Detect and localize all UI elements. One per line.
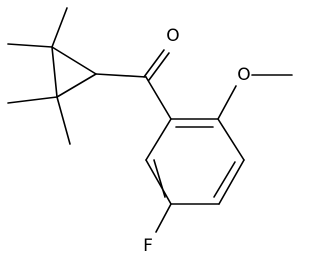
chemical-structure-diagram: O O F <box>7 7 293 256</box>
bond-ring-c1-c2 <box>51 46 97 75</box>
aromatic-inner-bond-2 <box>213 161 236 198</box>
benzene-ring <box>145 118 245 205</box>
bond-aryl-c3-c4 <box>218 159 245 205</box>
bond-methyl-lower-2 <box>56 96 71 145</box>
methoxy-oxygen-label: O <box>237 65 250 85</box>
aromatic-inner-bond-3 <box>153 159 166 198</box>
ketone-group <box>95 49 172 120</box>
bond-aryl-c6-c1 <box>145 118 172 161</box>
bond-aryl-to-methoxy-oxygen <box>217 85 237 120</box>
bond-methyl-upper-1 <box>51 7 68 48</box>
bond-aryl-c5-c6 <box>145 159 172 205</box>
bond-carbonyl-to-aryl <box>145 76 172 120</box>
bond-ring-c3-c1 <box>56 73 97 98</box>
bond-ring-c2-c3 <box>51 46 58 98</box>
fluoro-substituent <box>155 203 172 233</box>
bond-methyl-upper-2 <box>7 43 53 48</box>
methyl-groups <box>7 7 71 145</box>
cyclopropane-ring <box>51 46 97 98</box>
bond-aryl-c2-c3 <box>217 118 245 161</box>
methoxy-group <box>217 74 293 120</box>
bond-carbonyl-double-2 <box>148 52 170 81</box>
fluorine-label: F <box>143 236 153 256</box>
bond-ring-to-carbonyl <box>95 73 147 78</box>
bond-carbonyl-double-1 <box>143 49 165 78</box>
bond-methyl-lower-1 <box>7 96 58 104</box>
bond-aryl-to-fluorine <box>155 203 172 233</box>
carbonyl-oxygen-label: O <box>166 26 179 46</box>
